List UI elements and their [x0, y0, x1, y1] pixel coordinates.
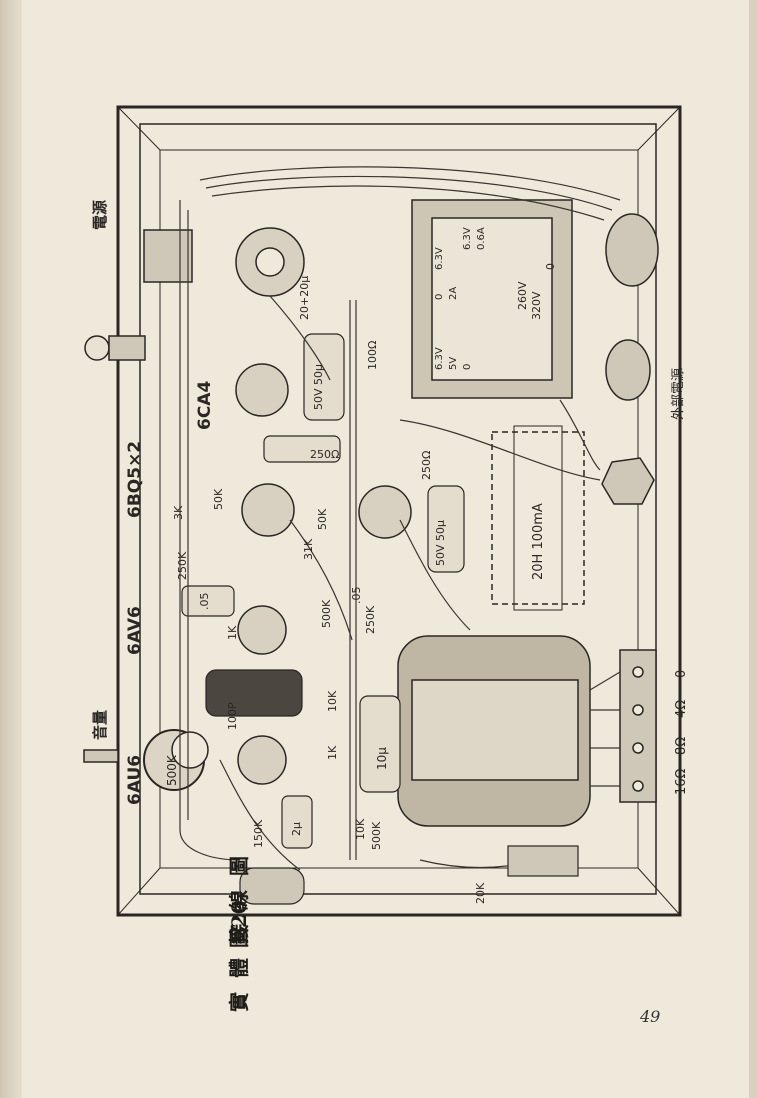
external-power-sockets: [601, 213, 659, 505]
capacitors: [181, 333, 465, 849]
comp-res-1k-b: 1K: [326, 745, 339, 760]
output-transformer: [397, 635, 591, 827]
front-controls: [83, 229, 209, 791]
pilot-lamp-holder: [108, 335, 146, 361]
choke: [491, 425, 585, 611]
comp-res-250k-a: 250K: [176, 551, 189, 580]
comp-res-31k: 31K: [302, 538, 315, 560]
pt-tap-2: 0: [434, 294, 445, 300]
pt-tap-9: 320V: [530, 291, 543, 320]
figure-title: 實體接線圖: [227, 842, 251, 1012]
external-power-label: 外部電源: [671, 368, 686, 420]
pt-tap-5: 5V: [448, 357, 459, 370]
tube-label-6au6: 6AU6: [125, 755, 145, 805]
comp-res-50k-b: 50K: [316, 508, 329, 530]
volume-label: 音量: [91, 710, 109, 740]
chassis: [116, 105, 682, 917]
volume-knob-shaft: [83, 749, 119, 763]
comp-pot-500k: 500K: [165, 754, 179, 786]
comp-filter-cap: 20+20μ: [298, 276, 311, 320]
comp-res-250a: 250Ω: [310, 448, 339, 461]
comp-res-250k-b: 250K: [364, 605, 377, 634]
power-label: 電源: [91, 200, 109, 230]
tag-strip: [239, 845, 579, 905]
comp-res-500k-b: 500K: [370, 821, 383, 850]
comp-res-250b: 250Ω: [420, 451, 433, 480]
comp-res-50k-a: 50K: [212, 488, 225, 510]
comp-cap-100p: 100P: [226, 702, 239, 730]
tube-sockets: [235, 227, 412, 785]
power-switch-body: [143, 229, 193, 283]
pt-tap-1: 6.3V: [434, 347, 445, 370]
comp-res-100: 100Ω: [366, 341, 379, 370]
socket-6bq5-b-icon: [358, 485, 412, 539]
page-number: 49: [639, 1007, 660, 1026]
comp-cap-10u: 10μ: [375, 747, 389, 770]
pt-tap-4: 2A: [448, 287, 459, 300]
output-terminal-strip: [619, 649, 657, 803]
pt-tap-6: 0: [462, 364, 473, 370]
tube-label-6bq5: 6BQ5×2: [125, 441, 145, 518]
pt-tap-3: 6.3V: [434, 247, 445, 270]
comp-cap-05-a: .05: [198, 593, 211, 611]
comp-res-150k: 150K: [252, 819, 265, 848]
tap-8: 8Ω: [674, 737, 689, 755]
comp-res-20k: 20K: [474, 882, 487, 904]
comp-res-3k: 3K: [172, 505, 185, 520]
comp-res-10k-a: 10K: [326, 690, 339, 712]
fuse-holder-icon: [601, 457, 655, 505]
pt-tap-8: 0.6A: [476, 227, 487, 250]
tap-4: 4Ω: [674, 700, 689, 718]
pt-tap-11: 0: [544, 263, 557, 270]
pt-tap-10: 260V: [516, 281, 529, 310]
comp-cap-2u: 2μ: [290, 822, 303, 836]
comp-res-10k-b: 10K: [354, 818, 367, 840]
comp-res-500k-a: 500K: [320, 599, 333, 628]
comp-cap-05-b: .05: [350, 587, 363, 605]
book-spine: [0, 0, 22, 1098]
figure-number: 圖20: [227, 900, 251, 948]
labels: 6AU6 6AV6 6BQ5×2 6CA4 音量 電源 外部電源 16Ω 8Ω …: [91, 200, 689, 1026]
comp-res-1k: 1K: [226, 625, 239, 640]
page-edge: [749, 0, 757, 1098]
socket-rectifier-icon: [235, 363, 289, 417]
socket-6au6-icon: [237, 735, 287, 785]
tap-16: 16Ω: [674, 768, 689, 795]
comp-cap-50v: 50V 50μ: [312, 364, 325, 410]
socket-6av6-icon: [237, 605, 287, 655]
tap-0: 0: [674, 670, 689, 678]
tube-label-6av6: 6AV6: [125, 606, 145, 655]
power-transformer: [411, 199, 573, 399]
tube-label-6ca4: 6CA4: [195, 381, 215, 430]
comp-cap-50v-b: 50V 50μ: [434, 520, 447, 566]
pt-tap-7: 6.3V: [462, 227, 473, 250]
wiring: [179, 166, 621, 871]
choke-label: 20H 100mA: [531, 503, 546, 580]
socket-6bq5-a-icon: [241, 483, 295, 537]
pilot-lamp-icon: [84, 335, 110, 361]
